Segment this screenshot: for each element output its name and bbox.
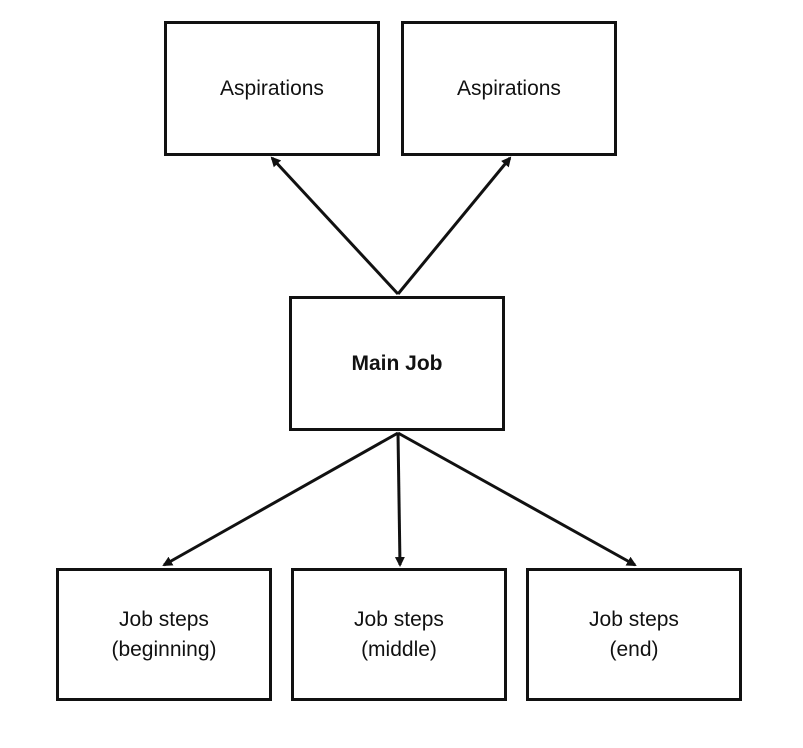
edge-main-to-aspirations-right	[396, 156, 512, 295]
edge-main-to-steps-middle	[394, 432, 405, 567]
edge-main-to-steps-beginning	[162, 431, 399, 567]
aspirations-box-right: Aspirations	[401, 21, 617, 156]
job-steps-beginning-label: Job steps (beginning)	[111, 607, 217, 661]
edge-main-to-steps-end	[397, 431, 637, 567]
edge-main-to-aspirations-left	[270, 156, 400, 296]
job-steps-end-box: Job steps (end)	[526, 568, 742, 701]
job-steps-middle-label: Job steps (middle)	[354, 607, 444, 661]
job-steps-middle-box: Job steps (middle)	[291, 568, 507, 701]
job-steps-beginning-box: Job steps (beginning)	[56, 568, 272, 701]
job-steps-end-label: Job steps (end)	[589, 607, 679, 661]
aspirations-box-left: Aspirations	[164, 21, 380, 156]
aspirations-right-label: Aspirations	[457, 76, 561, 100]
aspirations-left-label: Aspirations	[220, 76, 324, 100]
main-job-label: Main Job	[351, 351, 443, 375]
main-job-box: Main Job	[289, 296, 505, 431]
